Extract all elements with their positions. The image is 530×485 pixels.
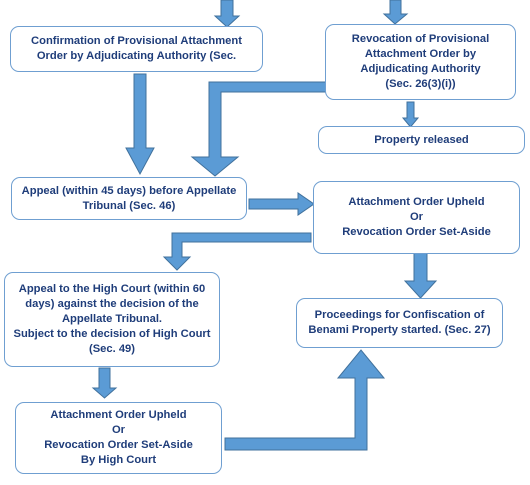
upheld-tribunal-line-3: Revocation Order Set-Aside <box>342 226 491 238</box>
appeal-high-court-line-2: days) against the decision of the <box>25 298 199 310</box>
arrow-into-revocation <box>382 0 409 25</box>
confiscation-line-2: Benami Property started. (Sec. 27) <box>308 324 491 336</box>
upheld-high-court-line-1: Attachment Order Upheld <box>50 409 187 421</box>
property-released-line-1: Property released <box>374 133 469 146</box>
property-released-box: Property released <box>318 126 525 154</box>
appeal-high-court-line-5: (Sec. 49) <box>88 343 136 355</box>
appeal-high-court-line-3: Appellate Tribunal. <box>61 313 163 325</box>
appeal-high-court-line-4: Subject to the decision of High Court <box>13 328 211 340</box>
appeal-tribunal-line-2: Tribunal (Sec. 46) <box>82 199 176 212</box>
arrow-revocation-to-appeal <box>190 81 327 177</box>
arrow-into-confirmation <box>213 0 241 28</box>
confiscation-line-1: Proceedings for Confiscation of <box>314 309 485 321</box>
upheld-tribunal-line-1: Attachment Order Upheld <box>348 196 485 208</box>
confirmation-line-2: Order by Adjudicating Authority (Sec. <box>36 50 237 62</box>
appeal-high-court-box: Appeal to the High Court (within 60 days)… <box>4 272 220 367</box>
revocation-line-1: Revocation of Provisional <box>351 33 490 45</box>
revocation-line-4: (Sec. 26(3)(i)) <box>385 78 456 90</box>
arrow-appeal-to-upheld <box>248 192 315 216</box>
appeal-tribunal-box: Appeal (within 45 days) before Appellate… <box>11 177 247 220</box>
revocation-line-3: Adjudicating Authority <box>360 63 481 75</box>
upheld-high-court-line-4: By High Court <box>80 454 157 466</box>
upheld-high-court-line-3: Revocation Order Set-Aside <box>44 439 193 451</box>
arrow-upheld-to-highcourt <box>162 232 312 271</box>
revocation-line-2: Attachment Order by <box>364 48 477 60</box>
arrow-upheld-hc-to-confiscation <box>224 349 386 451</box>
appeal-tribunal-line-1: Appeal (within 45 days) before Appellate <box>21 184 237 197</box>
arrow-highcourt-to-upheld <box>91 367 118 399</box>
appeal-high-court-line-1: Appeal to the High Court (within 60 <box>18 283 206 295</box>
upheld-tribunal-line-2: Or <box>409 211 424 223</box>
arrow-revocation-to-released <box>401 101 420 128</box>
confiscation-box: Proceedings for Confiscation of Benami Pr… <box>296 298 503 348</box>
arrow-upheld-to-confiscation <box>403 252 438 299</box>
arrow-confirmation-to-appeal <box>125 73 155 176</box>
confirmation-line-1: Confirmation of Provisional Attachment <box>31 35 242 47</box>
upheld-high-court-line-2: Or <box>111 424 126 436</box>
